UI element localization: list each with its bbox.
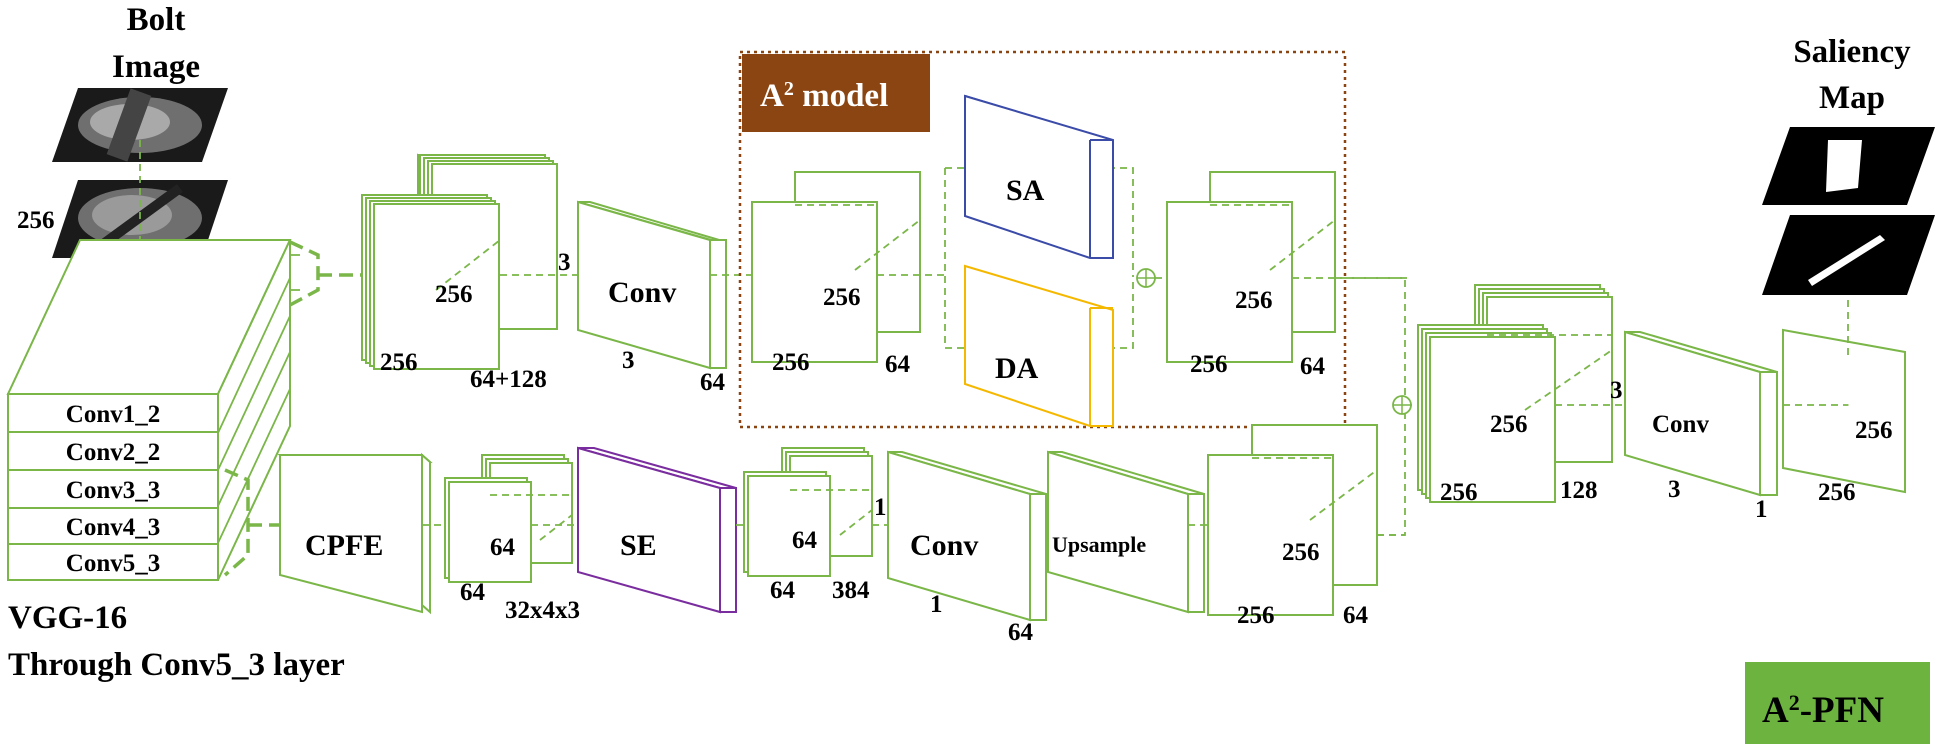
bottom-block-2 (743, 447, 915, 577)
bottom-b3-w: 256 (1237, 602, 1275, 629)
sa-label: SA (1006, 174, 1045, 207)
bottom-block-3 (1207, 424, 1378, 616)
top-block1-d: 64+128 (470, 366, 547, 393)
saliency-map-images (1762, 127, 1935, 360)
top-block1-kernel: 3 (558, 249, 571, 276)
top-block1-w: 256 (380, 349, 418, 376)
bottom-block-1 (444, 454, 590, 583)
bottom-b2-kernel: 1 (874, 494, 887, 521)
a2-model-tag (742, 54, 930, 132)
vgg-caption-line2: Through Conv5_3 layer (8, 647, 345, 683)
final-block (1782, 328, 1906, 494)
bottom-b1-h: 64 (490, 534, 516, 561)
vgg-layer-4: Conv4_3 (66, 514, 160, 541)
a2-input-h: 256 (823, 284, 861, 311)
output-title-line2: Map (1819, 80, 1885, 116)
final-w: 256 (1818, 479, 1856, 506)
bottom-b2-h: 64 (792, 527, 818, 554)
top-conv-label: Conv (608, 276, 676, 309)
cpfe-block (277, 452, 480, 615)
vgg-caption-line1: VGG-16 (8, 600, 127, 636)
a2-model-region (738, 50, 1347, 429)
a2-model-title: A2 model (760, 78, 888, 114)
da-label: DA (995, 352, 1039, 385)
input-size-h: 256 (17, 207, 55, 234)
vgg-layer-5: Conv5_3 (66, 550, 160, 577)
top-conv-k: 3 (622, 347, 635, 374)
se-block (577, 446, 790, 614)
vgg-stack (6, 239, 292, 581)
bottom-b1-w: 64 (460, 579, 486, 606)
a2-output-w: 256 (1190, 351, 1228, 378)
merge-block-w: 256 (1440, 479, 1478, 506)
bottom-b2-d: 384 (832, 577, 870, 604)
top-conv-block (577, 200, 810, 370)
top-block-1 (361, 153, 630, 370)
sa-block (964, 94, 1114, 259)
merge-block-h: 256 (1490, 411, 1528, 438)
top-conv-d: 64 (700, 369, 726, 396)
a2-output-d: 64 (1300, 353, 1326, 380)
final-h: 256 (1855, 417, 1893, 444)
da-block (964, 264, 1114, 427)
input-bolt-images (52, 88, 228, 258)
a2-output-h: 256 (1235, 287, 1273, 314)
merge-block-kernel: 3 (1610, 377, 1623, 404)
bottom-b3-h: 256 (1282, 539, 1320, 566)
upsample-block (1047, 450, 1250, 614)
cpfe-label: CPFE (305, 529, 383, 562)
bottom-conv-k: 1 (930, 591, 943, 618)
merge-conv-block (1624, 330, 1778, 497)
a2-input-block (751, 171, 945, 363)
merge-conv-label: Conv (1652, 411, 1709, 438)
upsample-label: Upsample (1052, 532, 1146, 557)
bottom-b1-d: 32x4x3 (505, 597, 580, 624)
input-title-line1: Bolt (127, 2, 186, 38)
vgg-layer-3: Conv3_3 (66, 477, 160, 504)
vgg-layer-2: Conv2_2 (66, 439, 160, 466)
merge-block-d: 128 (1560, 477, 1598, 504)
merge-conv-d: 1 (1755, 496, 1768, 523)
merge-block (1417, 284, 1678, 503)
bottom-b3-d: 64 (1343, 602, 1369, 629)
bottom-conv-d: 64 (1008, 619, 1034, 646)
merge-conv-k: 3 (1668, 476, 1681, 503)
merge-sum-node (1392, 395, 1412, 415)
bottom-conv-label: Conv (910, 529, 978, 562)
bottom-conv-block (887, 450, 1047, 622)
input-title-line2: Image (112, 49, 200, 85)
output-title-line1: Saliency (1793, 34, 1911, 70)
bottom-b2-w: 64 (770, 577, 796, 604)
se-label: SE (620, 529, 657, 562)
a2-input-d: 64 (885, 351, 911, 378)
vgg-layer-1: Conv1_2 (66, 401, 160, 428)
a2-input-w: 256 (772, 349, 810, 376)
a2-pfn-label: A2-PFN (1762, 690, 1884, 732)
a2-output-block (1166, 171, 1407, 363)
a2-pfn-badge (1745, 662, 1930, 744)
top-block1-h: 256 (435, 281, 473, 308)
